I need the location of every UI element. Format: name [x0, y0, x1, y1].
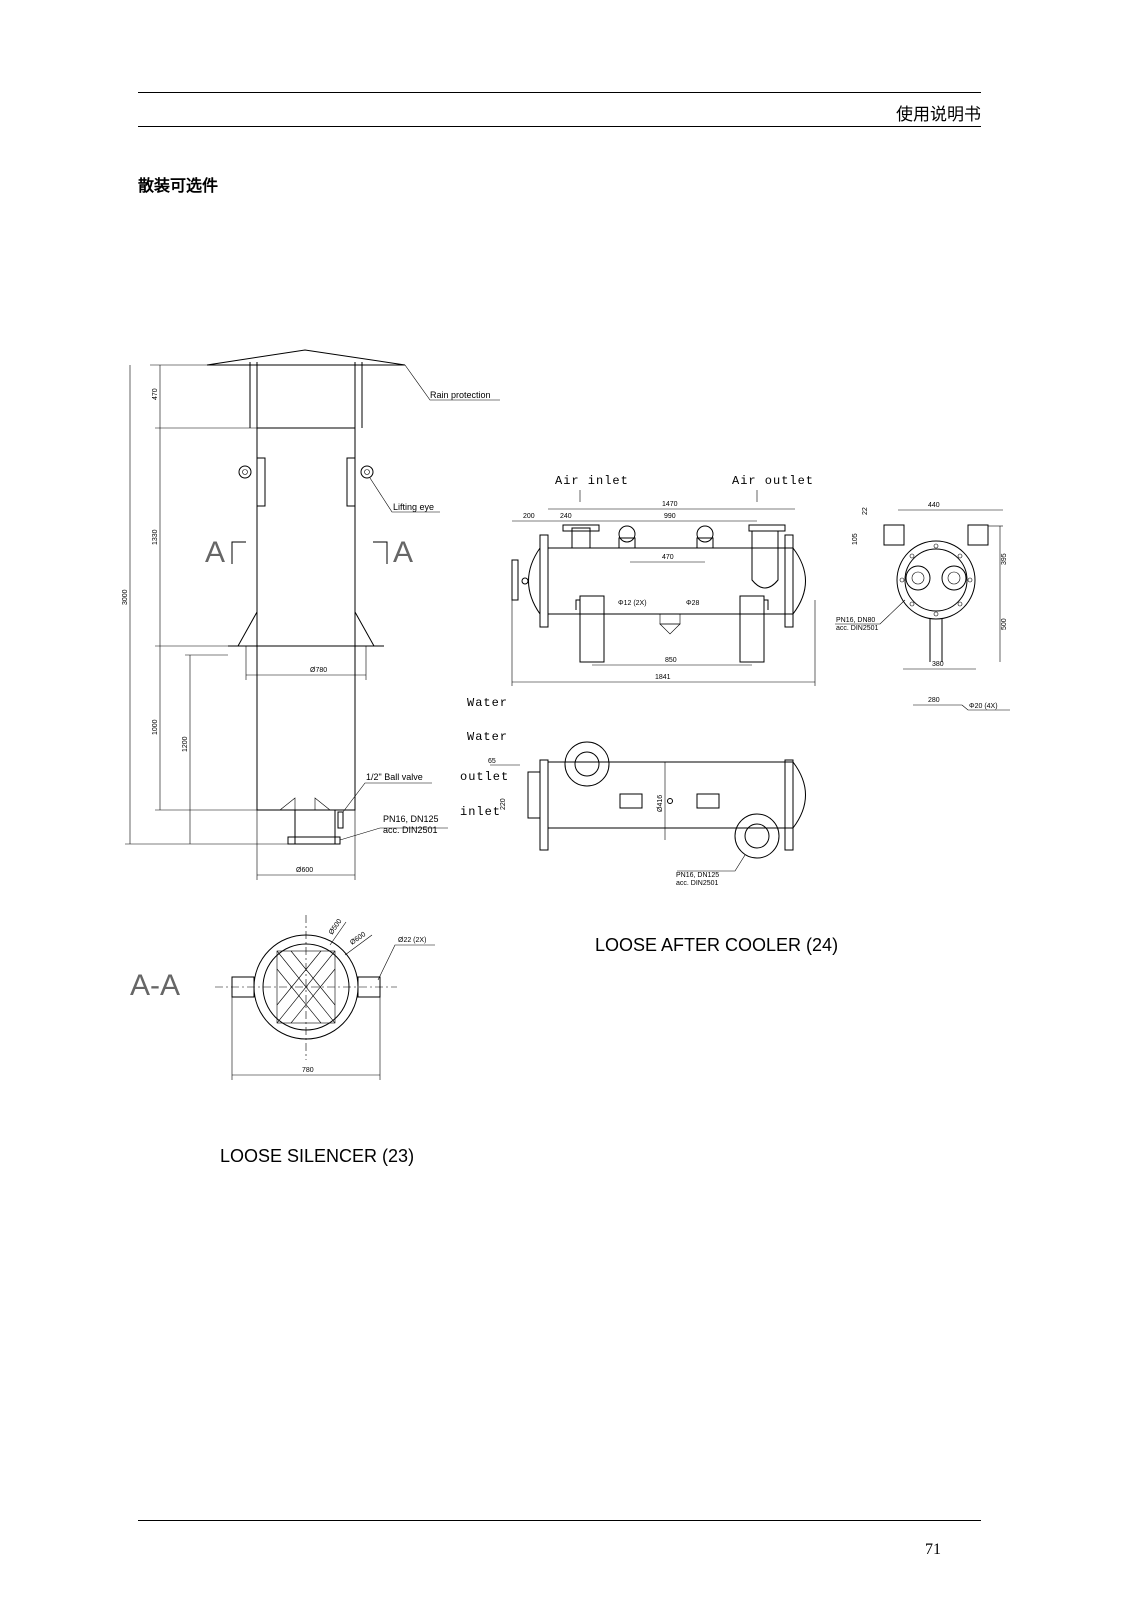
dim-cooler-1470: 1470: [662, 501, 678, 508]
label-water-outlet: outlet: [460, 770, 509, 784]
dim-h1330: 1330: [152, 529, 159, 545]
rain-cap: [206, 349, 406, 366]
dim-h3000: 3000: [122, 589, 129, 605]
silencer-caption: LOOSE SILENCER (23): [220, 1146, 414, 1166]
dim-cooler-395: 395: [1001, 553, 1008, 565]
label-ball-valve: 1/2" Ball valve: [366, 772, 423, 782]
dim-cooler-240: 240: [560, 513, 572, 520]
label-flange-dn80-1: PN16, DN80: [836, 617, 875, 624]
label-lifting-eye: Lifting eye: [393, 502, 434, 512]
label-rain-protection: Rain protection: [430, 390, 491, 400]
dim-cooler-990: 990: [664, 513, 676, 520]
cooler-front-view: Air inlet Air outlet 1470 200 240 990 47…: [511, 474, 816, 686]
dim-h470: 470: [152, 388, 159, 400]
cooler-caption: LOOSE AFTER COOLER (24): [595, 935, 838, 955]
dim-d780: Ø780: [310, 667, 327, 674]
dim-cooler-850: 850: [665, 657, 677, 664]
section-mark-left: A: [205, 536, 225, 569]
dim-cooler-phi20: Φ20 (4X): [969, 703, 998, 710]
label-flange-dn125-2: acc. DIN2501: [676, 880, 719, 887]
dim-cooler-220: 220: [500, 798, 507, 810]
dim-cooler-phi12: Φ12 (2X): [618, 600, 647, 607]
dim-cooler-d416: Ø416: [657, 795, 664, 812]
dim-sec-d500: Ø500: [328, 918, 344, 936]
label-water-inlet: inlet: [460, 805, 501, 819]
dim-cooler-1841: 1841: [655, 674, 671, 681]
dim-sec-d600: Ø600: [349, 931, 367, 947]
dim-cooler-200: 200: [523, 513, 535, 520]
label-flange-dn125-1: PN16, DN125: [676, 872, 719, 879]
dim-cooler-380: 380: [932, 661, 944, 668]
dim-cooler-65: 65: [488, 758, 496, 765]
document-title: 使用说明书: [896, 105, 981, 125]
page-number: 71: [925, 1541, 941, 1558]
label-flange-silencer-2: acc. DIN2501: [383, 825, 438, 835]
silencer-lower-body: [256, 645, 356, 811]
dim-cooler-470: 470: [662, 554, 674, 561]
label-water-2: Water: [467, 730, 508, 744]
footer-rule: [138, 1520, 981, 1521]
section-view-label: A-A: [130, 969, 180, 1002]
dim-cooler-500: 500: [1001, 618, 1008, 630]
dim-sec-d22: Ø22 (2X): [398, 937, 426, 944]
dim-d600: Ø600: [296, 867, 313, 874]
dim-cooler-105: 105: [852, 533, 859, 545]
cooler-top-view: Water Water outlet inlet 65 220 Ø416 PN1…: [460, 696, 806, 887]
dim-cooler-440: 440: [928, 502, 940, 509]
label-air-inlet: Air inlet: [555, 474, 629, 488]
label-flange-dn80-2: acc. DIN2501: [836, 625, 879, 632]
section-title: 散装可选件: [138, 176, 219, 195]
silencer-elevation: Rain protection Lifting eye A A 1/2" Bal…: [122, 349, 500, 880]
dim-cooler-phi28: Φ28: [686, 600, 699, 607]
silencer-section-aa: A-A 780 Ø500 Ø600 Ø22 (2X): [130, 915, 435, 1080]
dim-cooler-22: 22: [862, 507, 869, 515]
label-flange-silencer-1: PN16, DN125: [383, 814, 439, 824]
label-water-1: Water: [467, 696, 508, 710]
dim-h1200: 1200: [182, 736, 189, 752]
dim-cooler-280: 280: [928, 697, 940, 704]
dim-h1000: 1000: [152, 719, 159, 735]
header-rule-bottom: [138, 126, 981, 127]
label-air-outlet: Air outlet: [732, 474, 814, 488]
dim-sec-w780: 780: [302, 1067, 314, 1074]
cooler-end-view: 440 22 105 395 500 380 280 Φ20 (4X) PN16…: [835, 502, 1010, 711]
header-rule-top: [138, 92, 981, 93]
section-mark-right: A: [393, 536, 413, 569]
cooler-shell-top: [547, 761, 794, 829]
silencer-upper-body: [256, 427, 356, 647]
